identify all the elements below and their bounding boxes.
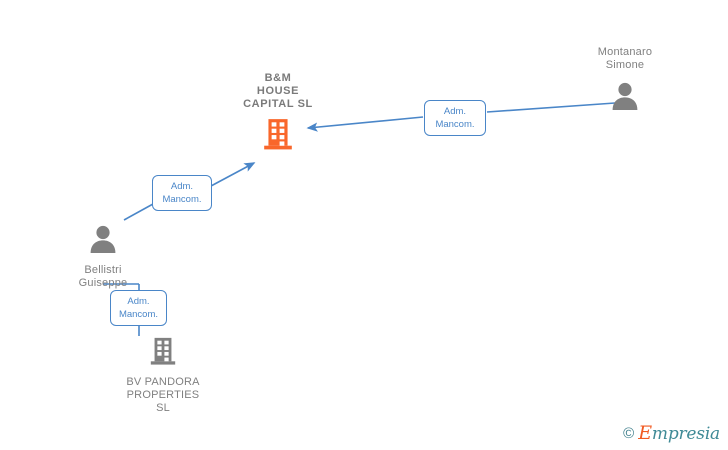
person-icon bbox=[88, 224, 118, 259]
relation-label-bellistri-to-main[interactable]: Adm. Mancom. bbox=[152, 175, 212, 211]
node-person-bellistri-guiseppe[interactable]: Bellistri Guiseppe bbox=[43, 224, 163, 290]
brand-initial: E bbox=[638, 422, 652, 444]
person-bellistri-guiseppe-label: Bellistri Guiseppe bbox=[78, 264, 128, 289]
relation-label-bellistri-to-pandora[interactable]: Adm. Mancom. bbox=[110, 290, 167, 326]
brand-name: Empresia bbox=[638, 423, 720, 444]
person-icon bbox=[610, 81, 640, 116]
edge-bellistri-to-label bbox=[123, 203, 154, 221]
brand-rest: mpresia bbox=[651, 424, 720, 444]
building-icon bbox=[261, 117, 295, 156]
node-main-company[interactable]: B&M HOUSE CAPITAL SL bbox=[218, 72, 338, 156]
node-company-bv-pandora-properties-sl[interactable]: BV PANDORA PROPERTIES SL bbox=[103, 336, 223, 415]
building-icon bbox=[148, 336, 178, 371]
edge-label-to-main-company-2 bbox=[210, 162, 256, 187]
relation-label-montanaro[interactable]: Adm. Mancom. bbox=[424, 100, 486, 136]
watermark-empresia: © Empresia bbox=[623, 423, 720, 444]
copyright-icon: © bbox=[623, 424, 635, 442]
company-bv-pandora-label: BV PANDORA PROPERTIES SL bbox=[126, 376, 200, 414]
node-person-montanaro-simone[interactable]: Montanaro Simone bbox=[565, 46, 685, 116]
main-company-label: B&M HOUSE CAPITAL SL bbox=[243, 72, 313, 110]
person-montanaro-simone-label: Montanaro Simone bbox=[597, 46, 653, 71]
